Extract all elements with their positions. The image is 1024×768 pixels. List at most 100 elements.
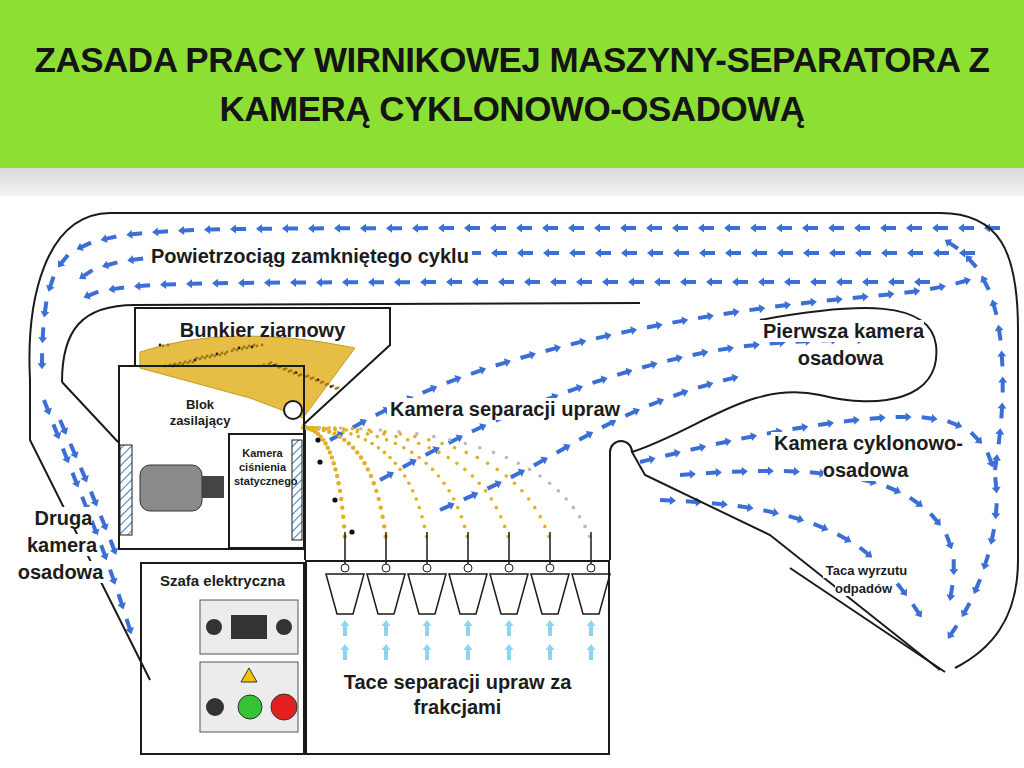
grain (288, 370, 291, 373)
grain (415, 432, 419, 436)
grain (330, 385, 333, 388)
air-arrow (421, 382, 439, 397)
grain (427, 446, 431, 450)
grain (167, 344, 170, 347)
grain (341, 515, 345, 519)
air-arrow (857, 544, 875, 561)
duct-left-wall (62, 382, 118, 442)
air-arrow (933, 249, 949, 258)
air-arrow (152, 227, 169, 237)
air-arrow (446, 278, 462, 287)
grain (325, 383, 328, 386)
flow-guide (80, 282, 930, 300)
grain (376, 497, 380, 501)
display (231, 615, 267, 639)
air-arrow (680, 469, 697, 479)
air-arrow (706, 468, 723, 478)
grain (533, 506, 537, 510)
grain (453, 446, 457, 450)
air-arrow (692, 347, 709, 359)
air-arrow (568, 224, 584, 233)
air-arrow (697, 379, 715, 392)
air-arrow (524, 278, 540, 287)
grain (243, 346, 246, 349)
air-arrow (673, 249, 689, 258)
air-arrow (68, 471, 82, 489)
air-arrow (750, 224, 766, 233)
grain (417, 442, 421, 446)
air-arrow (126, 229, 143, 240)
grain (557, 489, 561, 493)
grain (194, 359, 197, 362)
grain (298, 374, 301, 377)
air-arrow (160, 280, 176, 290)
grain (394, 435, 398, 439)
air-arrow (715, 436, 733, 448)
label-text: Kamera separacji upraw (387, 398, 623, 420)
air-arrow (554, 441, 572, 457)
air-arrow (968, 429, 986, 447)
housing (29, 213, 1018, 680)
grain (375, 435, 379, 439)
air-arrow (628, 278, 644, 287)
air-arrow (75, 239, 93, 254)
air-arrow (420, 278, 436, 287)
air-arrow (97, 514, 111, 532)
air-arrow (979, 553, 992, 571)
grain (366, 467, 370, 471)
button (206, 698, 224, 716)
air-arrow (723, 307, 740, 318)
part-label: Blok zasilający (158, 397, 242, 430)
pressure-wall (292, 440, 302, 540)
air-arrow (106, 568, 120, 586)
grain (383, 451, 387, 455)
air-arrow (334, 224, 350, 233)
grain-pile (140, 336, 355, 418)
air-arrow (962, 252, 979, 270)
air-arrow (724, 224, 740, 233)
grain (189, 360, 192, 363)
title-shadow (0, 168, 1024, 196)
grain (159, 344, 162, 347)
air-arrow (749, 303, 766, 314)
air-arrow (423, 444, 441, 459)
grain (219, 354, 222, 357)
air-arrow (569, 249, 585, 258)
grain (578, 515, 582, 519)
air-arrow (826, 295, 843, 306)
air-arrow (641, 359, 659, 372)
grain (201, 356, 204, 359)
flow-guide (660, 500, 930, 630)
air-arrow (836, 278, 852, 287)
air-arrow (907, 249, 923, 258)
grain (340, 505, 344, 509)
grain (332, 432, 336, 436)
grain (440, 442, 444, 446)
air-arrow (447, 432, 465, 447)
label-text: Druga kamera osadowa (18, 507, 107, 583)
pivot (341, 564, 349, 572)
grain (517, 461, 521, 465)
air-arrow (660, 496, 676, 506)
feed-roller (284, 401, 302, 419)
grain (564, 497, 568, 501)
air-arrow (654, 278, 670, 287)
grain (380, 515, 384, 519)
air-arrow (204, 225, 220, 234)
air-arrow (942, 236, 960, 252)
air-arrow (998, 376, 1007, 392)
air-arrow (672, 315, 689, 327)
air-arrow (854, 224, 870, 233)
grain (349, 432, 353, 436)
air-arrow (438, 499, 456, 514)
air-arrow (904, 286, 921, 297)
air-arrow (101, 258, 119, 271)
grain (403, 474, 407, 478)
air-arrow (87, 490, 101, 508)
machine-part: Kamera ciśnienia statycznego (228, 433, 305, 549)
air-arrow (810, 278, 826, 287)
grain (335, 474, 339, 478)
grain (318, 426, 322, 430)
part-label: Bunkier ziarnowy (141, 318, 384, 343)
label-text: Kamera cyklonowo-osadowa (771, 432, 963, 481)
